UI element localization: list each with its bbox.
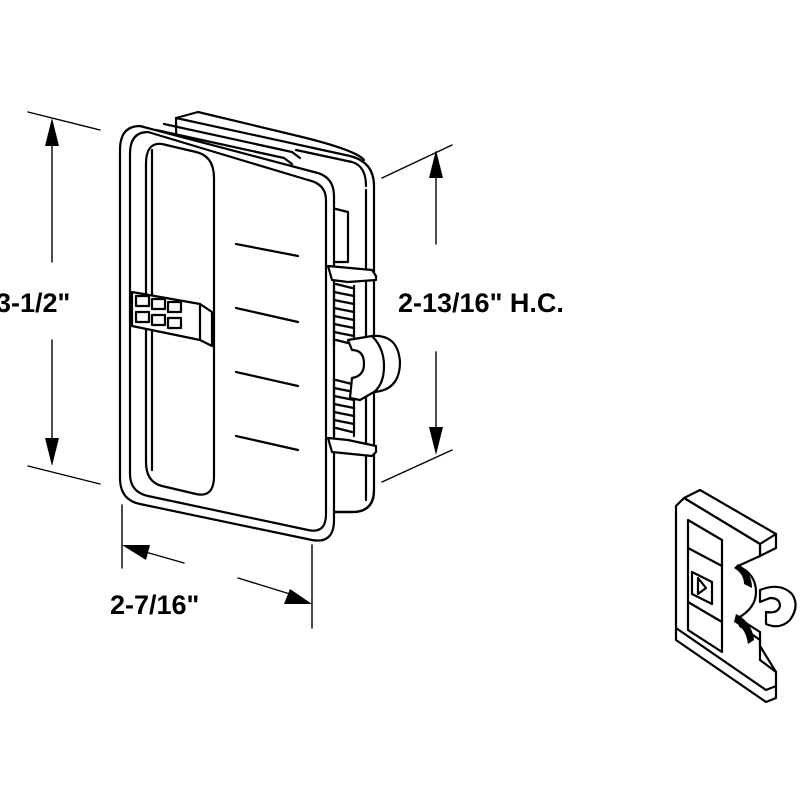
back-rim-2: [154, 128, 294, 166]
keeper-inner-frame: [686, 518, 724, 654]
back-rim-3: [294, 148, 368, 188]
slider-cell-6: [166, 316, 183, 330]
hc-arrow-bottom: [429, 427, 443, 455]
slider-cell-4: [134, 310, 151, 324]
height-dimension: 3-1/2": [0, 111, 101, 485]
width-dimension: 2-7/16": [110, 504, 313, 629]
latch-body: [118, 110, 402, 542]
keeper-lower-arm: [738, 624, 778, 674]
lower-catch-plate: [326, 436, 378, 458]
front-plate: [118, 124, 336, 542]
grip-line-2: [234, 306, 300, 324]
width-arrow-left: [122, 545, 150, 560]
width-arrow-right: [284, 589, 312, 604]
keeper-frame-line-top: [686, 546, 724, 568]
hook-bolt-edge: [370, 334, 386, 394]
height-arrow-top: [45, 118, 59, 146]
height-extension-bottom: [27, 465, 101, 485]
grip-line-3: [234, 370, 300, 388]
slider-cell-1: [134, 294, 151, 308]
back-rim-1: [162, 122, 302, 160]
keeper-square-slot: [690, 570, 714, 606]
height-label: 3-1/2": [0, 288, 70, 318]
width-label: 2-7/16": [110, 590, 199, 620]
keeper-bottom-edge: [674, 626, 778, 704]
hc-extension-bottom: [381, 449, 453, 483]
width-dimension-line-left: [141, 550, 185, 564]
keeper-part: [674, 488, 797, 704]
hole-center-dimension: 2-13/16" H.C.: [381, 144, 564, 483]
grip-line-1: [234, 242, 300, 258]
keeper-top-bar-edge: [758, 532, 778, 546]
keeper-frame-line-bottom: [686, 600, 724, 624]
width-dimension-line-right: [237, 577, 291, 595]
keeper-square-inner: [696, 576, 708, 596]
lower-spring-catch: [326, 376, 378, 458]
upper-spring: [332, 282, 356, 346]
hole-center-label: 2-13/16" H.C.: [398, 288, 564, 318]
front-plate-inner-rim: [128, 130, 328, 532]
upper-catch-plate: [326, 264, 378, 284]
back-rim-4: [174, 110, 366, 162]
finger-recess: [144, 142, 216, 496]
lower-spring: [332, 378, 356, 434]
slider-cell-2: [150, 297, 167, 311]
hook-bolt: [346, 334, 402, 402]
back-bottom-edge: [330, 488, 376, 514]
keeper-hook: [758, 585, 797, 628]
height-extension-top: [27, 111, 101, 131]
hc-arrow-top: [429, 150, 443, 178]
lock-slider: [130, 290, 214, 348]
grip-line-4: [234, 434, 300, 452]
keeper-upper-shadow: [734, 564, 752, 588]
slider-cell-3: [166, 300, 183, 314]
slider-cell-5: [150, 313, 167, 327]
height-arrow-bottom: [45, 438, 59, 466]
upper-spring-catch: [326, 264, 378, 348]
hc-extension-top: [381, 144, 453, 179]
